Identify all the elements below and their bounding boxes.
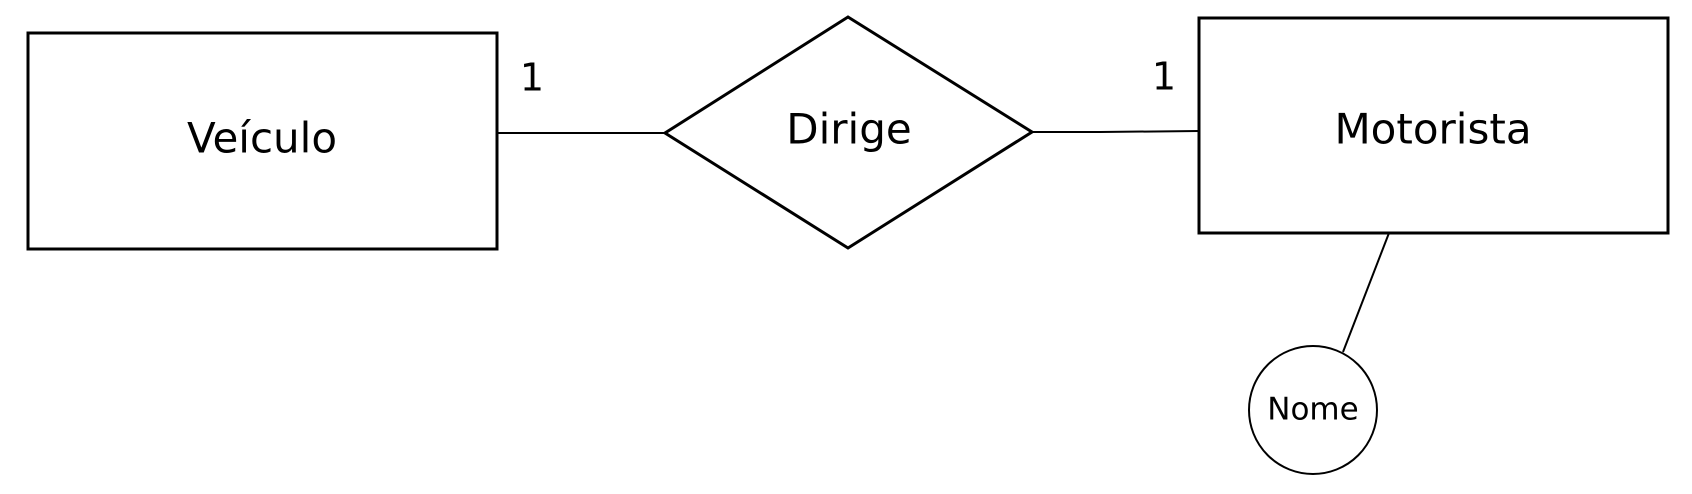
entity-veiculo[interactable]: Veículo xyxy=(26,31,499,251)
attribute-nome[interactable]: Nome xyxy=(1248,345,1378,475)
cardinality-motorista-side: 1 xyxy=(1152,55,1176,99)
edge-dirige-motorista xyxy=(1032,130,1200,133)
entity-motorista[interactable]: Motorista xyxy=(1197,16,1670,235)
entity-motorista-label: Motorista xyxy=(1334,105,1531,154)
attribute-nome-ellipse xyxy=(1248,345,1378,475)
cardinality-veiculo-side: 1 xyxy=(520,56,544,100)
relationship-dirige[interactable]: Dirige xyxy=(662,15,1035,250)
entity-veiculo-box xyxy=(26,31,499,251)
entity-veiculo-label: Veículo xyxy=(187,114,337,163)
edge-motorista-nome xyxy=(1342,232,1390,353)
relationship-dirige-diamond xyxy=(662,15,1035,250)
entity-motorista-box xyxy=(1197,16,1670,235)
relationship-dirige-label: Dirige xyxy=(786,105,911,154)
attribute-nome-label: Nome xyxy=(1267,392,1358,428)
